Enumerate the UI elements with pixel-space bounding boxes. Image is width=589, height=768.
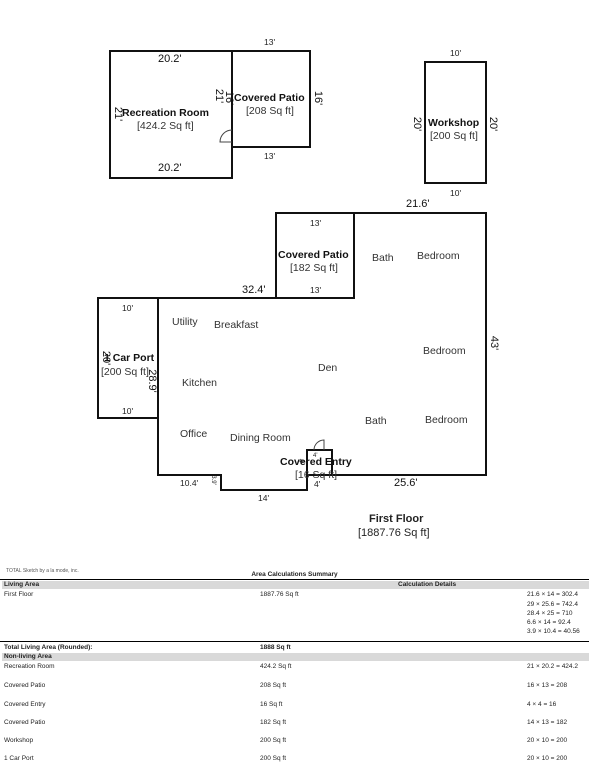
patio-top-dim-bottom: 13': [264, 151, 276, 161]
first-floor-area: 1887.76 Sq ft: [260, 591, 299, 598]
sketch-credit: TOTAL Sketch by a la mode, inc.: [6, 568, 79, 574]
recreation-dim-bottom: 20.2': [158, 162, 182, 174]
nonliving-area: 200 Sq ft: [260, 737, 287, 744]
workshop-dim-right: 20': [487, 116, 500, 132]
patio-mid-dim-top: 13': [310, 218, 322, 228]
carport-area: [200 Sq ft]: [101, 366, 149, 378]
house-dim-top: 21.6': [406, 198, 430, 210]
house-dim-bottom-mid: 14': [258, 493, 270, 503]
workshop-dim-top: 10': [450, 48, 462, 58]
first-floor-calc-1: 21.6 × 14 = 302.4: [527, 591, 578, 598]
house-dim-upper-left: 32.4': [242, 284, 266, 296]
covered-entry-title: Covered Entry: [280, 456, 352, 468]
workshop-dim-left: 20': [411, 116, 424, 132]
patio-top-area: [208 Sq ft]: [246, 105, 294, 117]
living-area-header-label: Living Area: [4, 581, 40, 588]
living-area-header-bar: [2, 581, 589, 589]
bedroom-2-label: Bedroom: [423, 345, 466, 357]
covered-entry-dim-bottom: 4': [314, 479, 321, 489]
recreation-door: [219, 129, 233, 143]
first-floor-calc-2: 29 × 25.6 = 742.4: [527, 601, 578, 608]
nonliving-header-label: Non-living Area: [4, 653, 52, 660]
nonliving-name: Workshop: [4, 737, 34, 744]
nonliving-area: 424.2 Sq ft: [260, 663, 292, 670]
kitchen-label: Kitchen: [182, 377, 218, 389]
patio-mid-area: [182 Sq ft]: [290, 262, 338, 274]
patio-top-title: Covered Patio: [234, 92, 305, 104]
patio-mid-dim-bottom: 13': [310, 285, 322, 295]
floor-plan-walls: [97, 50, 487, 491]
floor-plan: 20.2' 20.2' 21' 21' Recreation Room [424…: [97, 37, 501, 539]
covered-entry-outline: [306, 449, 333, 476]
dining-room-label: Dining Room: [230, 432, 291, 444]
nonliving-name: Covered Patio: [4, 719, 46, 726]
patio-top-dim-right: 16': [312, 90, 325, 106]
carport-outline: [97, 297, 159, 419]
nonliving-area: 182 Sq ft: [260, 719, 287, 726]
nonliving-calc: 14 × 13 = 182: [527, 719, 568, 726]
total-living-value: 1888 Sq ft: [260, 644, 291, 651]
entry-door: [313, 439, 325, 451]
house-dim-right: 43': [488, 335, 501, 351]
bath-1-label: Bath: [372, 252, 394, 264]
carport-dim-bottom: 10': [122, 406, 134, 416]
carport-dim-top: 10': [122, 303, 134, 313]
floor-title: First Floor: [369, 513, 424, 525]
first-floor-calc-3: 28.4 × 25 = 710: [527, 610, 573, 617]
nonliving-calc: 20 × 10 = 200: [527, 755, 568, 762]
nonliving-area: 208 Sq ft: [260, 682, 287, 689]
workshop-area: [200 Sq ft]: [430, 130, 478, 142]
summary-title: Area Calculations Summary: [251, 571, 338, 578]
bath-2-label: Bath: [365, 415, 387, 427]
floor-area: [1887.76 Sq ft]: [358, 527, 430, 539]
den-label: Den: [318, 362, 338, 374]
recreation-dim-top: 20.2': [158, 53, 182, 65]
nonliving-name: Covered Entry: [4, 701, 46, 708]
first-floor-calc-4: 6.6 × 14 = 92.4: [527, 619, 571, 626]
first-floor-name: First Floor: [4, 591, 34, 598]
nonliving-area: 16 Sq ft: [260, 701, 283, 708]
patio-mid-title: Covered Patio: [278, 249, 349, 261]
covered-entry-dim-left: 4': [297, 458, 304, 464]
first-floor-calc-5: 3.9 × 10.4 = 40.56: [527, 628, 580, 635]
workshop-title: Workshop: [428, 117, 480, 129]
bedroom-3-label: Bedroom: [425, 414, 468, 426]
patio-top-dim-top: 13': [264, 37, 276, 47]
nonliving-name: 1 Car Port: [4, 755, 34, 762]
nonliving-calc: 21 × 20.2 = 424.2: [527, 663, 578, 670]
house-dim-step: 3.9': [209, 475, 216, 485]
breakfast-label: Breakfast: [214, 319, 259, 331]
area-calculations-summary: TOTAL Sketch by a la mode, inc. Area Cal…: [0, 566, 589, 768]
calc-details-header: Calculation Details: [398, 581, 457, 588]
total-divider: [0, 641, 589, 642]
nonliving-name: Recreation Room: [4, 663, 55, 670]
covered-patio-top-outline: [231, 50, 311, 148]
bedroom-1-label: Bedroom: [417, 250, 460, 262]
carport-title: 1 Car Port: [104, 352, 155, 364]
house-dim-bottom-left: 10.4': [180, 478, 199, 488]
nonliving-area: 200 Sq ft: [260, 755, 287, 762]
nonliving-calc: 16 × 13 = 208: [527, 682, 568, 689]
office-label: Office: [180, 428, 208, 440]
recreation-room-area: [424.2 Sq ft]: [137, 120, 194, 132]
utility-label: Utility: [172, 316, 198, 328]
recreation-room-title: Recreation Room: [122, 107, 209, 119]
house-dim-bottom-right: 25.6': [394, 477, 418, 489]
workshop-outline: [424, 61, 487, 184]
covered-patio-mid-outline: [275, 212, 355, 299]
covered-entry-area: [16 Sq ft]: [295, 469, 338, 481]
summary-divider: [0, 579, 589, 580]
nonliving-calc: 4 × 4 = 16: [527, 701, 557, 708]
workshop-dim-bottom: 10': [450, 188, 462, 198]
nonliving-calc: 20 × 10 = 200: [527, 737, 568, 744]
nonliving-header-bar: [2, 653, 589, 661]
nonliving-name: Covered Patio: [4, 682, 46, 689]
covered-entry-dim-side: 4': [313, 453, 318, 459]
total-living-label: Total Living Area (Rounded):: [4, 644, 93, 651]
